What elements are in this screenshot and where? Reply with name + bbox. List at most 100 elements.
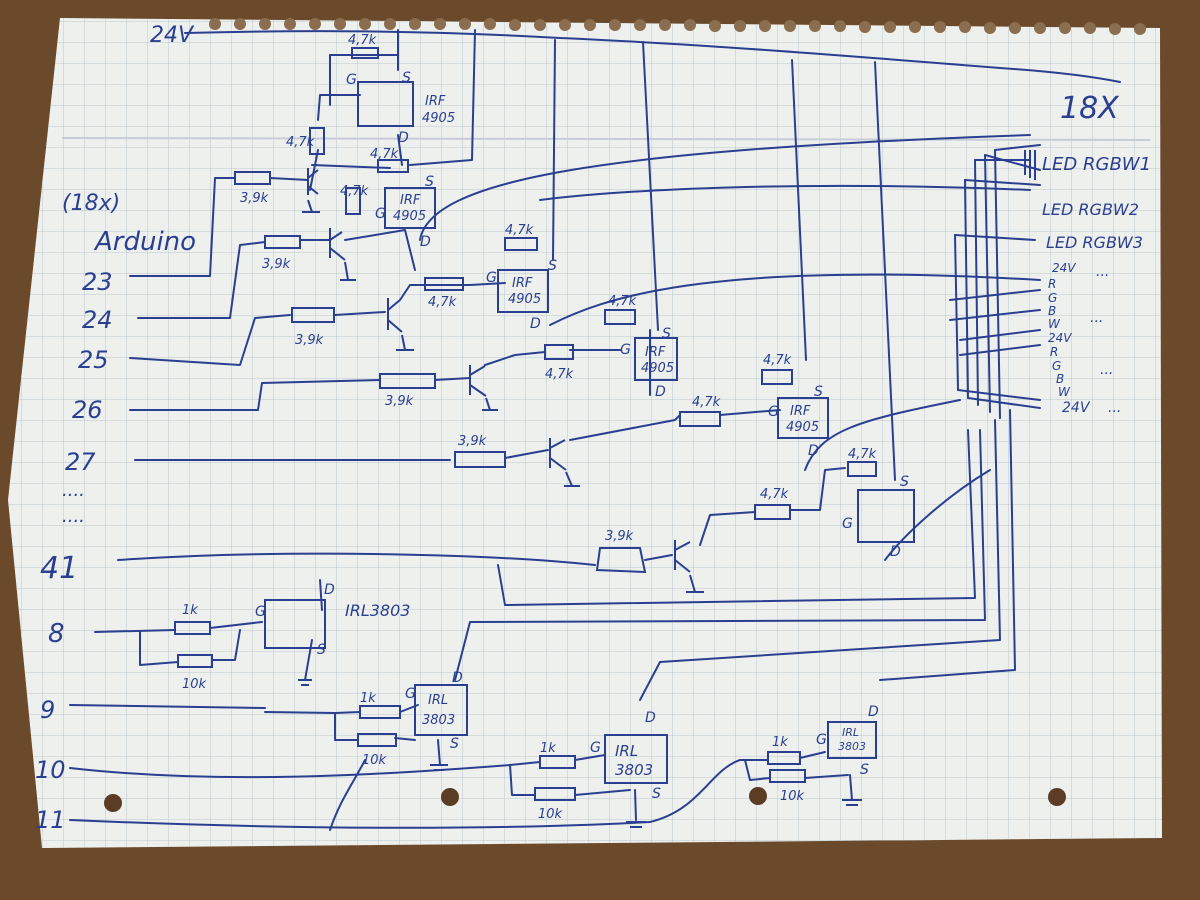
arduino-pin-41: 41 xyxy=(40,551,78,586)
ground-symbol xyxy=(430,764,448,771)
mosfet-part-line1: IRF xyxy=(425,94,446,109)
resistor xyxy=(234,171,271,185)
mosfet-part-line1: IRL xyxy=(842,726,859,739)
resistors xyxy=(174,47,877,801)
npn-transistor xyxy=(329,228,356,281)
led-pin-r: R xyxy=(1050,345,1058,359)
resistor xyxy=(504,237,538,251)
mosfet-part-line2: 3803 xyxy=(838,740,866,753)
drain-pin-label: D xyxy=(808,443,819,459)
mosfet-part-line1: IRL xyxy=(615,742,638,760)
resistor-value: 3,9k xyxy=(262,257,291,272)
multiplier-label: 18X xyxy=(1060,91,1120,126)
led-dots: ... xyxy=(1096,264,1109,280)
arduino-pin-8: 8 xyxy=(48,619,65,649)
led-label-3: LED RGBW3 xyxy=(1046,233,1143,252)
mosfet-part-line1: IRF xyxy=(400,193,421,208)
source-pin-label: S xyxy=(450,736,459,752)
nmos-q2 xyxy=(414,684,468,736)
led-pin-g: G xyxy=(1048,291,1057,305)
mosfet-part-line1: IRF xyxy=(512,276,533,291)
resistor xyxy=(345,187,361,215)
gate-pin-label: G xyxy=(842,516,853,532)
resistor xyxy=(357,733,397,747)
resistor-value: 4,7k xyxy=(348,33,377,48)
resistor xyxy=(424,277,464,291)
drain-pin-label: D xyxy=(868,704,879,720)
arduino-pin-27: 27 xyxy=(65,448,96,476)
resistor xyxy=(847,461,877,477)
resistor-value: 10k xyxy=(182,677,207,692)
npn-transistor xyxy=(469,365,498,411)
mosfet-part-line2: 4905 xyxy=(422,111,455,126)
source-pin-label: S xyxy=(652,786,661,802)
led-dots: ... xyxy=(1090,310,1103,326)
pmos-q3 xyxy=(497,269,549,313)
drain-pin-label: D xyxy=(530,316,541,332)
led-pin-g: G xyxy=(1052,359,1061,373)
drain-pin-label: D xyxy=(890,544,901,560)
mosfet-part-line1: IRF xyxy=(645,345,666,360)
resistor xyxy=(534,787,576,801)
resistor-value: 4,7k xyxy=(286,135,315,150)
resistor-value: 4,7k xyxy=(608,294,637,309)
led-pin-w: W xyxy=(1048,317,1061,331)
pmos-q1 xyxy=(357,81,414,127)
mosfet-part-line2: 4905 xyxy=(393,209,426,224)
resistor xyxy=(604,309,636,325)
mosfet-part-line2: 4905 xyxy=(641,361,674,376)
resistor-value: 3,9k xyxy=(240,191,269,206)
ellipsis-bottom: .... xyxy=(62,506,85,527)
source-pin-label: S xyxy=(402,70,411,86)
resistor xyxy=(359,705,401,719)
mosfet-part-line1: IRL xyxy=(428,693,448,708)
resistor-value: 1k xyxy=(182,603,198,618)
nmos-q3 xyxy=(604,734,668,784)
npn-transistor xyxy=(302,168,320,213)
resistor-value: 4,7k xyxy=(505,223,534,238)
led-pin-24v: 24V xyxy=(1052,261,1076,275)
resistor-value: 1k xyxy=(360,691,376,706)
ellipsis-top: .... xyxy=(62,480,85,501)
arduino-pin-10: 10 xyxy=(35,756,66,784)
source-pin-label: S xyxy=(317,642,326,658)
source-pin-label: S xyxy=(900,474,909,490)
paper-grid xyxy=(8,18,1162,848)
resistor-value: 4,7k xyxy=(428,295,457,310)
gate-pin-label: G xyxy=(375,206,386,222)
arduino-pin-26: 26 xyxy=(72,396,103,424)
drain-pin-label: D xyxy=(655,384,666,400)
resistor-value: 10k xyxy=(538,807,563,822)
gate-pin-label: G xyxy=(486,270,497,286)
mosfets xyxy=(264,81,915,784)
resistor xyxy=(761,369,793,385)
source-pin-label: S xyxy=(548,258,557,274)
gate-pin-label: G xyxy=(768,404,779,420)
resistor-value: 4,7k xyxy=(763,353,792,368)
resistor-value: 4,7k xyxy=(545,367,574,382)
resistor xyxy=(767,751,801,765)
resistor xyxy=(264,235,301,249)
supply-bus-24v xyxy=(184,30,1121,83)
gate-pin-label: G xyxy=(255,604,266,620)
drain-pin-label: D xyxy=(420,234,431,250)
mosfet-part-line2: 3803 xyxy=(615,761,653,779)
resistor-value: 3,9k xyxy=(295,333,324,348)
resistor-value: 3,9k xyxy=(605,529,634,544)
resistor-value: 10k xyxy=(362,753,387,768)
arduino-pin-25: 25 xyxy=(78,346,109,374)
gate-pin-label: G xyxy=(346,72,357,88)
npn-transistor xyxy=(549,438,580,487)
resistor-value: 10k xyxy=(780,789,805,804)
resistor xyxy=(309,127,325,155)
source-pin-label: S xyxy=(860,762,869,778)
resistor xyxy=(177,654,213,668)
mosfet-part-line1: IRF xyxy=(790,404,811,419)
mosfet-part-full: IRL3803 xyxy=(345,601,410,620)
arduino-pin-23: 23 xyxy=(82,268,113,296)
resistor xyxy=(454,451,506,468)
drain-pin-label: D xyxy=(324,582,335,598)
ground-symbol xyxy=(842,799,862,806)
resistor-value: 4,7k xyxy=(340,184,369,199)
npn-transistor xyxy=(674,540,704,593)
